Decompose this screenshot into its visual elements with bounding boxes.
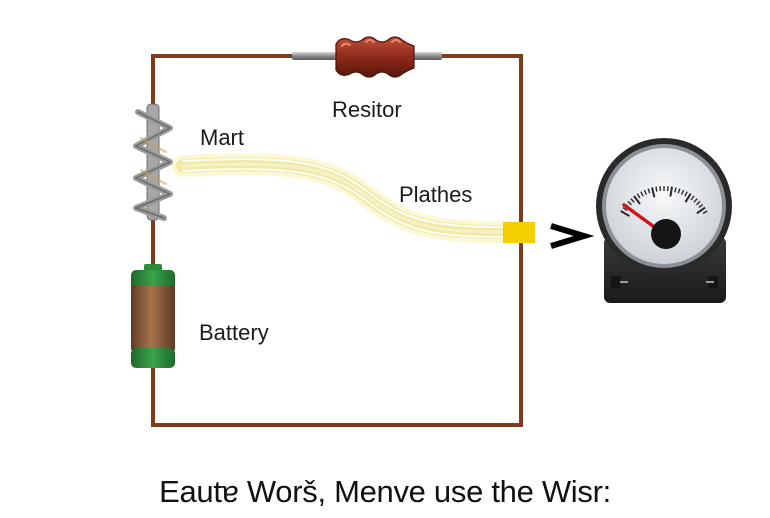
meter-tick [674, 187, 677, 193]
meter-tick [684, 193, 692, 203]
battery-body [131, 286, 175, 350]
meter-face [606, 148, 722, 264]
coil-windings-dark [135, 111, 171, 219]
battery-bottom-band [131, 348, 175, 368]
meter-tick [655, 186, 658, 192]
connector-block [503, 222, 535, 243]
analog-meter-icon [596, 138, 732, 303]
coil-windings-gold [140, 137, 167, 185]
meter-tick [684, 191, 688, 197]
chevron-right-icon [550, 223, 595, 249]
wire-bottom [151, 366, 523, 427]
resistor-lead-right [412, 52, 442, 60]
resistor-icon [292, 36, 442, 78]
glow-path-line-2 [182, 168, 506, 238]
glow-path-core [181, 162, 507, 234]
meter-ticks [620, 186, 708, 217]
meter-tick [622, 207, 628, 211]
battery-label: Battery [199, 320, 269, 345]
plathes-label: Plathes [399, 182, 473, 207]
meter-tick [696, 206, 706, 215]
battery-top-band [131, 270, 175, 290]
meter-tick [633, 195, 641, 205]
resistor-lead-left [292, 52, 336, 60]
meter-tick [677, 188, 681, 194]
glow-path-line-1 [182, 158, 506, 228]
meter-tick [640, 191, 644, 197]
meter-terminal-left [611, 276, 621, 288]
battery-icon [131, 264, 175, 368]
meter-tick [620, 210, 630, 217]
resistor-label: Resitor [332, 97, 402, 122]
mart-label: Mart [200, 125, 244, 150]
meter-tick [693, 198, 698, 203]
resistor-body [335, 36, 415, 78]
meter-tick [680, 189, 685, 195]
meter-tick [702, 210, 708, 215]
meter-tick [630, 198, 635, 203]
meter-tick [669, 186, 673, 197]
meter-tick [696, 200, 701, 206]
circuit-wires [151, 54, 523, 427]
meter-pivot [651, 219, 681, 249]
meter-tick [643, 189, 648, 195]
meter-tick [698, 203, 704, 209]
meter-tick [647, 188, 651, 194]
meter-tick [690, 195, 695, 201]
meter-tick [636, 193, 641, 199]
meter-tick [627, 200, 632, 206]
resistor-highlight [341, 39, 401, 47]
meter-tick [651, 187, 656, 198]
caption-text: Eautɐ Worš, Menve use the Wisr: [159, 474, 611, 509]
coil-icon [133, 103, 173, 221]
glow-path [172, 153, 516, 243]
wire-top-right [439, 54, 523, 427]
